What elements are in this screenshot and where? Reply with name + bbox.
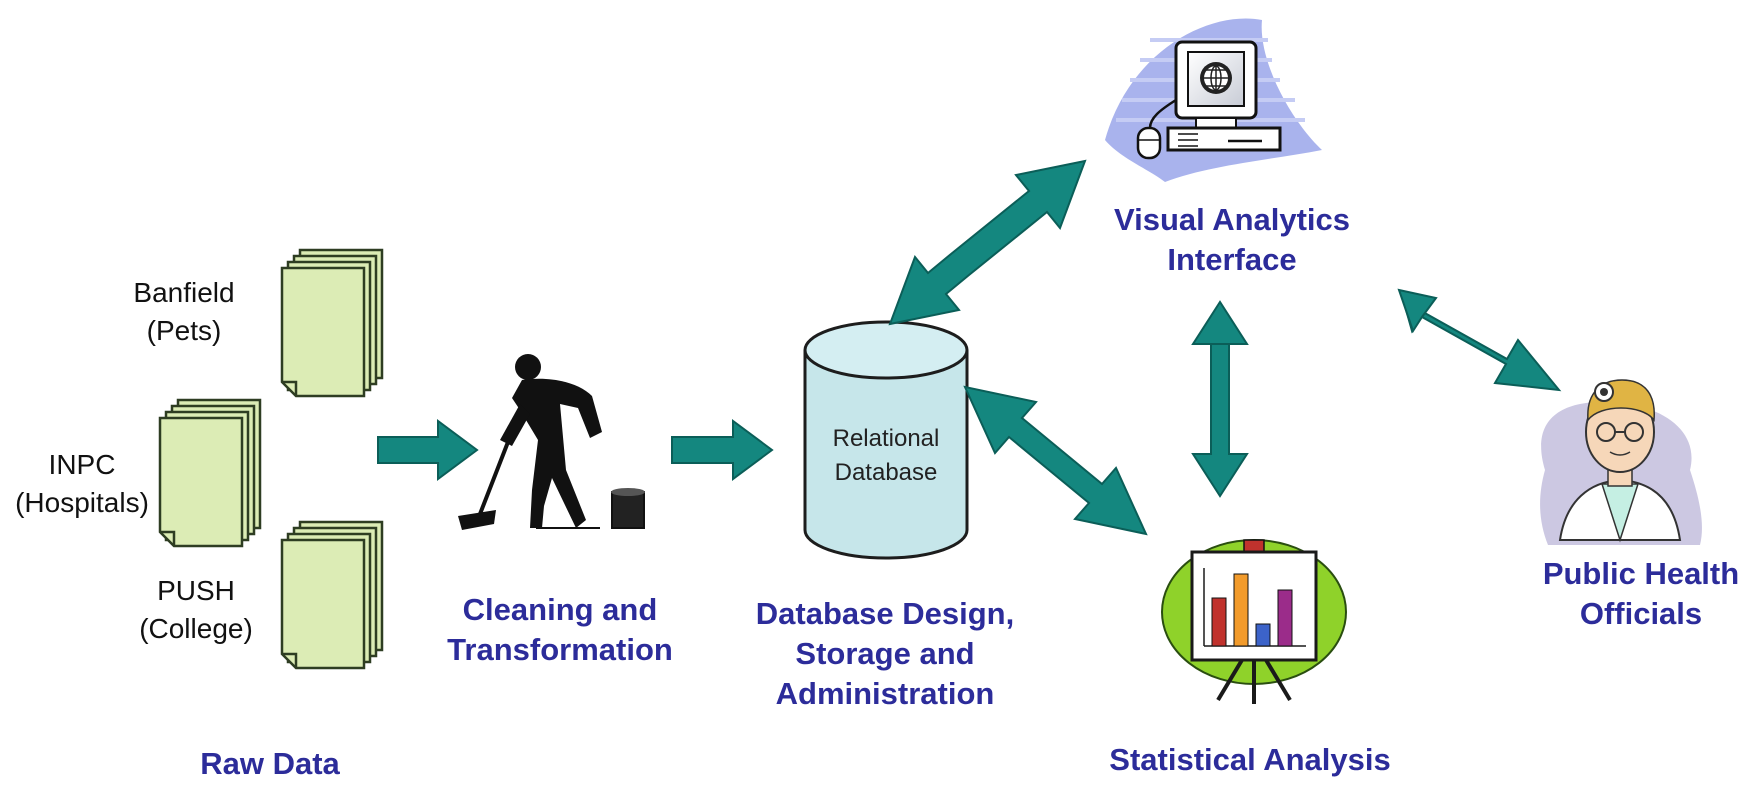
flow-arrow-cleaning-to-database bbox=[671, 419, 774, 481]
source-detail: (Hospitals) bbox=[15, 487, 149, 518]
stage-label-database-design-line3: Administration bbox=[775, 676, 995, 711]
document-stack-icon bbox=[280, 520, 384, 670]
stage-label-visual-analytics: Visual Analytics Interface bbox=[1082, 200, 1382, 280]
database-cylinder-icon bbox=[803, 320, 969, 560]
source-label-inpc: INPC (Hospitals) bbox=[0, 446, 164, 522]
bidirectional-arrow-database-visual bbox=[888, 159, 1087, 326]
stage-label-cleaning-line2: Transformation bbox=[447, 632, 673, 667]
database-label-line2: Database bbox=[834, 459, 938, 486]
bidirectional-arrow-visual-officials bbox=[1397, 288, 1562, 392]
bidirectional-arrow-visual-statistical bbox=[1191, 300, 1249, 498]
source-name: INPC bbox=[48, 449, 116, 480]
source-label-push: PUSH (College) bbox=[116, 572, 276, 648]
stage-label-officials-line2: Officials bbox=[1579, 596, 1703, 631]
stage-label-database-design-line2: Storage and bbox=[795, 636, 975, 671]
document-stack-icon bbox=[158, 398, 262, 548]
stage-label-public-health-officials: Public Health Officials bbox=[1530, 554, 1752, 634]
stage-label-cleaning: Cleaning and Transformation bbox=[420, 590, 700, 670]
stage-label-statistical-analysis: Statistical Analysis bbox=[1109, 742, 1391, 777]
stage-label-officials-line1: Public Health bbox=[1542, 556, 1740, 591]
stage-label-raw-data: Raw Data bbox=[200, 746, 340, 781]
stage-label-cleaning-line1: Cleaning and bbox=[462, 592, 658, 627]
janitor-sweeping-icon bbox=[458, 354, 645, 530]
database-label: Relational Database bbox=[806, 422, 966, 490]
doctor-icon bbox=[1540, 379, 1702, 545]
source-label-banfield: Banfield (Pets) bbox=[104, 274, 264, 350]
document-stack-icon bbox=[280, 248, 384, 398]
source-detail: (College) bbox=[139, 613, 253, 644]
bar-chart-easel-icon bbox=[1161, 539, 1347, 704]
computer-globe-icon bbox=[1105, 18, 1322, 182]
stage-label-database-design-line1: Database Design, bbox=[755, 596, 1015, 631]
database-label-line1: Relational bbox=[832, 425, 940, 452]
bidirectional-arrow-database-statistical bbox=[963, 385, 1148, 536]
stage-label-database-design: Database Design, Storage and Administrat… bbox=[725, 594, 1045, 714]
stage-label-visual-analytics-line2: Interface bbox=[1167, 242, 1297, 277]
stage-label-visual-analytics-line1: Visual Analytics bbox=[1113, 202, 1351, 237]
source-name: Banfield bbox=[133, 277, 235, 308]
flow-arrow-raw-to-cleaning bbox=[377, 419, 479, 481]
source-detail: (Pets) bbox=[146, 315, 222, 346]
source-name: PUSH bbox=[157, 575, 235, 606]
